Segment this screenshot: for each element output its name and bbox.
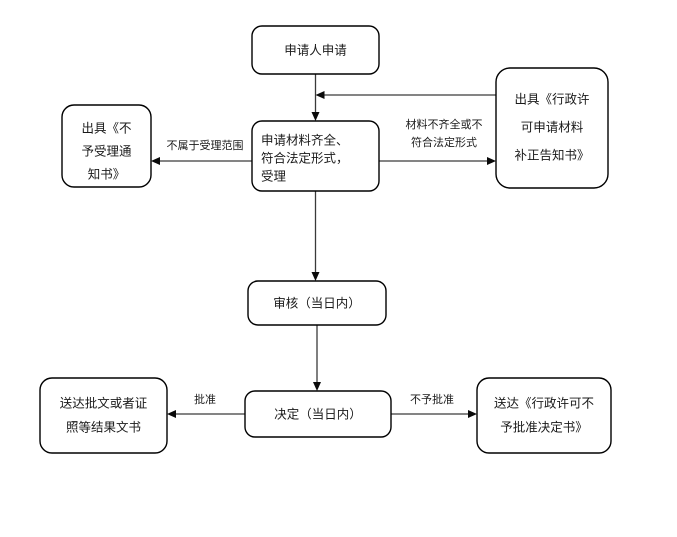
- node-issue-non-acceptance-notice[interactable]: 出具《不 予受理通 知书》: [61, 104, 152, 188]
- node-applicant-application[interactable]: 申请人申请: [251, 25, 380, 75]
- material-check-accept-label-line-2: 符合法定形式，: [261, 151, 349, 166]
- deliver-rejection-decision-label-line-2: 予批准决定书》: [500, 420, 588, 435]
- issue-non-acceptance-notice-label-line-3: 知书》: [88, 167, 126, 182]
- edge-decision-to-rejection: [391, 410, 477, 418]
- edge-supplement-back-to-main: [315, 91, 496, 99]
- edge-apply-to-accept: [311, 74, 320, 121]
- nodes-layer: 申请人申请 申请材料齐全、 符合法定形式， 受理 出具《不 予受理通 知书》 出…: [39, 25, 612, 454]
- material-check-accept-label-line-3: 受理: [261, 169, 287, 184]
- connectors-layer: [151, 74, 496, 418]
- node-material-check-accept[interactable]: 申请材料齐全、 符合法定形式， 受理: [251, 120, 380, 192]
- deliver-approval-document-label-line-2: 照等结果文书: [66, 420, 141, 435]
- issue-non-acceptance-notice-box[interactable]: [61, 104, 152, 188]
- node-issue-supplement-notice[interactable]: 出具《行政许 可申请材料 补正告知书》: [495, 67, 609, 189]
- edge-label-approved: 批准: [194, 392, 216, 406]
- issue-non-acceptance-notice-label-line-2: 予受理通: [81, 144, 132, 159]
- decision-same-day-label: 决定（当日内）: [274, 407, 362, 422]
- node-review-same-day[interactable]: 审核（当日内）: [247, 280, 387, 326]
- decision-same-day-box[interactable]: [244, 390, 392, 438]
- edge-accept-to-supplement: [379, 157, 496, 165]
- issue-supplement-notice-label-line-3: 补正告知书》: [514, 148, 589, 163]
- issue-supplement-notice-label-line-1: 出具《行政许: [514, 92, 589, 107]
- applicant-application-box[interactable]: [251, 25, 380, 75]
- edge-labels-layer: 不属于受理范围 材料不齐全或不 符合法定形式 批准 不予批准: [167, 117, 483, 406]
- deliver-approval-document-label-line-1: 送达批文或者证: [60, 396, 148, 411]
- deliver-rejection-decision-label-line-1: 送达《行政许可不: [494, 396, 594, 411]
- review-same-day-label: 审核（当日内）: [273, 296, 361, 311]
- node-decision-same-day[interactable]: 决定（当日内）: [244, 390, 392, 438]
- edge-label-not-approved: 不予批准: [410, 392, 454, 406]
- issue-non-acceptance-notice-label-line-1: 出具《不: [81, 121, 131, 136]
- issue-supplement-notice-label-line-2: 可申请材料: [521, 120, 584, 135]
- applicant-application-label-line-1: 申请人申请: [284, 43, 347, 58]
- edge-label-incomplete-materials-line-1: 材料不齐全或不: [406, 117, 483, 131]
- edge-review-to-decision: [313, 325, 321, 391]
- deliver-approval-document-box[interactable]: [39, 377, 168, 454]
- edge-decision-to-approval: [167, 410, 245, 418]
- material-check-accept-box[interactable]: [251, 120, 380, 192]
- review-same-day-box[interactable]: [247, 280, 387, 326]
- deliver-rejection-decision-box[interactable]: [476, 377, 612, 454]
- issue-supplement-notice-box[interactable]: [495, 67, 609, 189]
- material-check-accept-label-line-1: 申请材料齐全、: [261, 133, 349, 148]
- edge-label-incomplete-materials-line-2: 符合法定形式: [411, 135, 477, 149]
- edge-accept-to-review: [311, 191, 320, 281]
- node-deliver-rejection-decision[interactable]: 送达《行政许可不 予批准决定书》: [476, 377, 612, 454]
- edge-label-out-of-scope: 不属于受理范围: [167, 138, 244, 152]
- node-deliver-approval-document[interactable]: 送达批文或者证 照等结果文书: [39, 377, 168, 454]
- edge-accept-to-non-acceptance: [151, 157, 252, 165]
